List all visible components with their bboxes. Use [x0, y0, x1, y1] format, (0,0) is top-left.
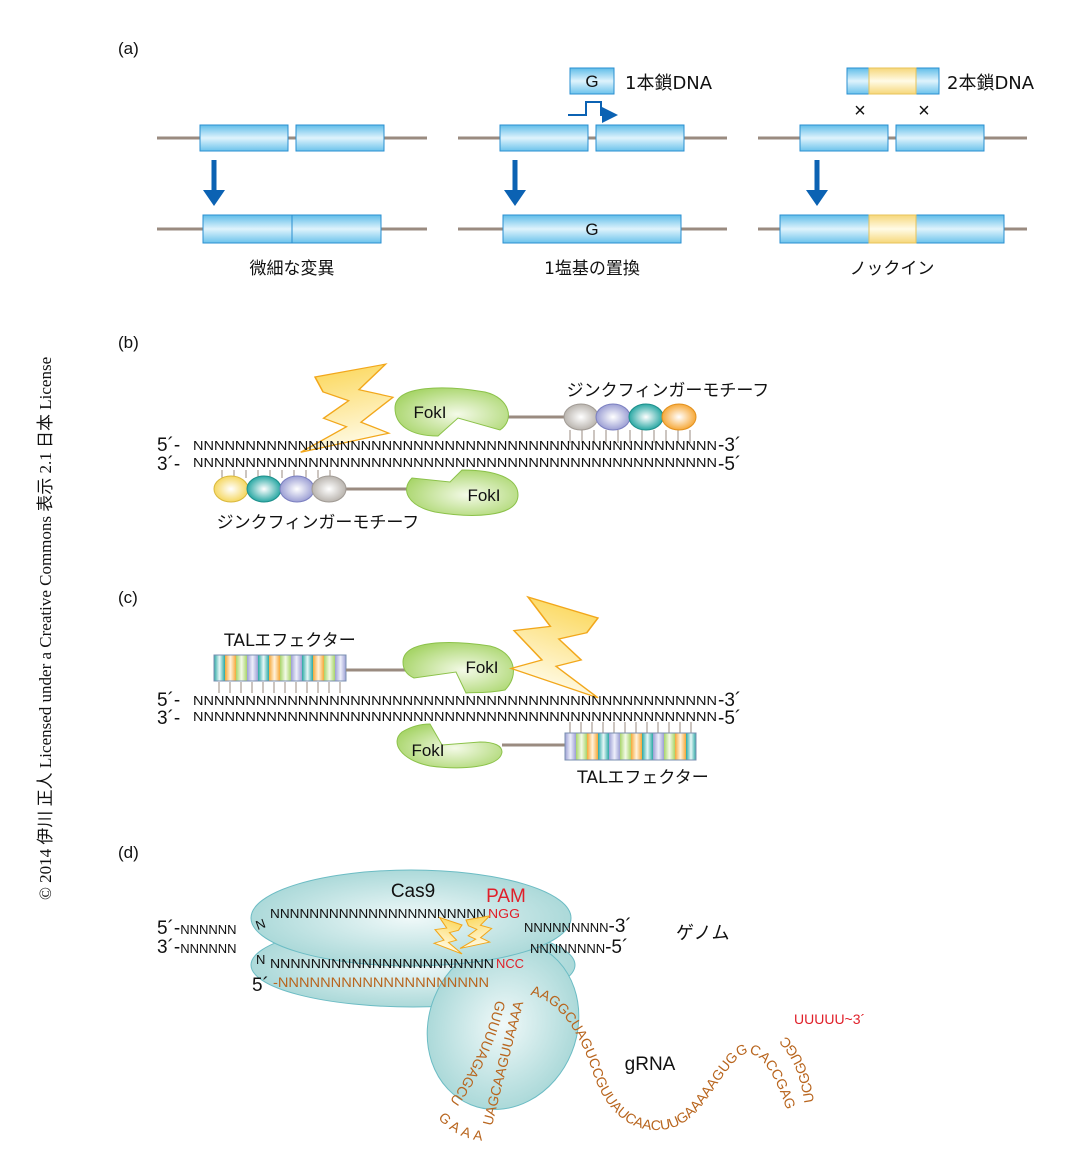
- strand-end: -3´: [718, 690, 741, 711]
- dna-top-strand: NNNNNNNNNNNNNNNNNNNNNNNNNNNNNNNNNNNNNNNN…: [193, 693, 717, 708]
- tal-effector-label: TALエフェクター: [576, 768, 709, 788]
- exon-block: [499, 124, 589, 152]
- dna-top-strand: NNNNNNNNNNNNNNNNNNNNNNNNNNNNNNNNNNNNNNNN…: [193, 438, 717, 453]
- strand-end: -5´: [718, 454, 741, 475]
- genome-label: ゲノム: [676, 923, 729, 944]
- genome-bottom-right: NNNNNNNN-5´: [530, 937, 628, 958]
- foki-domain: [402, 642, 514, 694]
- guide-5-end: 5´: [252, 975, 269, 996]
- tal-effector: [213, 654, 347, 693]
- genome-top-strand: NNNNNNNNNNNNNNNNNNNNNN: [270, 906, 486, 921]
- zinc-finger: [563, 403, 599, 431]
- foki-domain: [394, 387, 509, 437]
- crossover-icon: ×: [918, 100, 930, 122]
- grna-loop: GAAA: [436, 1109, 488, 1144]
- zinc-finger: [595, 403, 631, 431]
- foki-domain: [406, 469, 519, 516]
- dna-bottom-strand: NNNNNNNNNNNNNNNNNNNNNNNNNNNNNNNNNNNNNNNN…: [193, 709, 717, 724]
- zinc-finger: [246, 475, 282, 503]
- exon-block: [199, 124, 289, 152]
- foki-domain: [396, 723, 503, 769]
- exon-block: [595, 124, 685, 152]
- strand-end: -3´: [718, 435, 741, 456]
- zinc-finger: [311, 475, 347, 503]
- exon-block: [295, 124, 385, 152]
- donor-insert: [868, 67, 917, 95]
- cas9-rec-lobe: [250, 869, 572, 967]
- result-label-indel: 微細な変異: [250, 259, 335, 279]
- crossover-icon: ×: [854, 100, 866, 122]
- zinc-finger: [661, 403, 697, 431]
- panel-d: (d) Cas9 PAM 5´-NNNNNN N NNNNNNNNNNNNNNN…: [0, 0, 865, 1144]
- substituted-base: G: [585, 220, 598, 239]
- zinc-finger: [213, 475, 249, 503]
- pam-complement: NCC: [496, 956, 524, 971]
- donor-base: G: [585, 72, 598, 91]
- cleavage-bolt-icon: [510, 596, 599, 699]
- repaired-exon: [502, 214, 682, 244]
- exon-block: [799, 124, 889, 152]
- strand-end: 5´-: [157, 690, 180, 711]
- foki-label: FokI: [411, 741, 444, 760]
- bend-nt: N: [256, 952, 265, 967]
- arrowhead-icon: [504, 190, 526, 206]
- strand-end: 5´-: [157, 435, 180, 456]
- panel-b: (b) FokI ジンクフィンガーモチーフ 5´- NNNNNNNNNNNNNN…: [118, 333, 769, 533]
- zinc-finger: [279, 475, 315, 503]
- grna-label: gRNA: [625, 1054, 676, 1075]
- panel-c: (c) TALエフェクター FokI 5´- NNNNNNNNNNNNNNNNN…: [118, 588, 741, 788]
- panel-label-c: (c): [118, 588, 138, 607]
- result-label-substitution: 1塩基の置換: [544, 259, 640, 279]
- genome-top-left: 5´-NNNNNN: [157, 918, 237, 939]
- grna-3-end: UUUUU~3´: [794, 1011, 865, 1027]
- ssdna-donor: [569, 67, 615, 95]
- foki-label: FokI: [465, 658, 498, 677]
- strand-end: 3´-: [157, 708, 180, 729]
- zf-motif-label: ジンクフィンガーモチーフ: [567, 381, 770, 401]
- result-label-knockin: ノックイン: [850, 259, 935, 279]
- exon-block: [895, 124, 985, 152]
- dsdna-label: 2本鎖DNA: [947, 73, 1035, 94]
- knockin-insert: [868, 214, 917, 244]
- foki-label: FokI: [467, 486, 500, 505]
- zf-contacts: [569, 430, 691, 443]
- guide-spacer: -NNNNNNNNNNNNNNNNNNNN: [273, 974, 489, 990]
- pam-sequence: NGG: [488, 906, 520, 921]
- cas9-label: Cas9: [391, 881, 435, 902]
- arrowhead-icon: [203, 190, 225, 206]
- zinc-finger: [628, 403, 664, 431]
- panel-label-d: (d): [118, 843, 139, 862]
- panel-label-b: (b): [118, 333, 139, 352]
- ssdna-label: 1本鎖DNA: [625, 73, 713, 94]
- zf-motif-label: ジンクフィンガーモチーフ: [217, 513, 420, 533]
- arrowhead-icon: [806, 190, 828, 206]
- dna-bottom-strand: NNNNNNNNNNNNNNNNNNNNNNNNNNNNNNNNNNNNNNNN…: [193, 455, 717, 470]
- insertion-arrow-icon: [568, 101, 618, 123]
- tal-effector: [564, 722, 697, 761]
- pam-label: PAM: [486, 886, 526, 907]
- genome-top-right: NNNNNNNNN-3´: [524, 916, 632, 937]
- genome-bottom-strand: NNNNNNNNNNNNNNNNNNNNNN: [270, 956, 494, 971]
- panel-label-a: (a): [118, 39, 139, 58]
- strand-end: 3´-: [157, 454, 180, 475]
- genome-bottom-left: 3´-NNNNNN: [157, 937, 237, 958]
- copyright-notice: © 2014 伊川 正人 Licensed under a Creative C…: [36, 357, 55, 900]
- strand-end: -5´: [718, 708, 741, 729]
- foki-label: FokI: [413, 403, 446, 422]
- panel-a: (a) 微細な変異 G 1本鎖DNA G 1塩基の置換 2本鎖DNA × ×: [118, 39, 1035, 279]
- tal-effector-label: TALエフェクター: [223, 631, 356, 651]
